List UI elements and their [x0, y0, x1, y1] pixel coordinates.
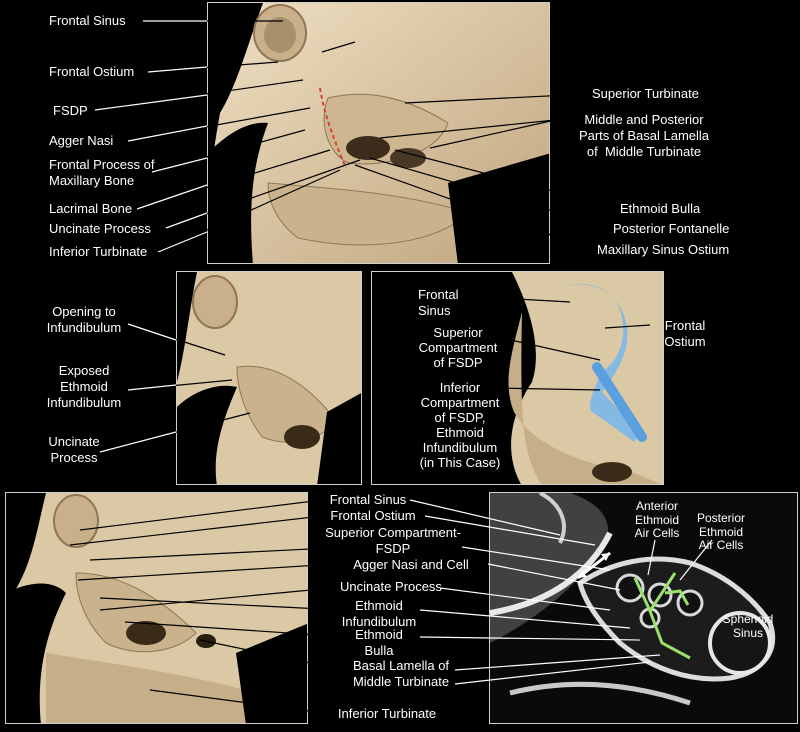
bottom-skull-panel — [5, 492, 308, 724]
label-inferior-turbinate-top: Inferior Turbinate — [49, 244, 148, 259]
label-superior-compartment-bottom: Superior Compartment- FSDP — [325, 525, 461, 556]
label-posterior-ethmoid: Posterior Ethmoid Air Cells — [696, 511, 746, 552]
label-maxillary-sinus-ostium: Maxillary Sinus Ostium — [597, 242, 730, 257]
label-superior-compartment-mid: Superior Compartment of FSDP — [418, 325, 498, 370]
label-sphenoid-sinus: Sphenoid Sinus — [722, 612, 774, 640]
label-basal-lamella-bottom: Basal Lamella of Middle Turbinate — [352, 658, 450, 689]
label-frontal-process: Frontal Process of Maxillary Bone — [49, 157, 155, 188]
bottom-skull-illustration — [6, 493, 307, 723]
label-ethmoid-bulla-top: Ethmoid Bulla — [620, 201, 701, 216]
label-opening-infundibulum: Opening to Infundibulum — [46, 304, 122, 335]
label-basal-lamella-top: Middle and Posterior Parts of Basal Lame… — [578, 112, 710, 159]
mid-left-skull-panel — [176, 271, 362, 485]
label-ethmoid-infundibulum-bottom: Ethmoid Infundibulum — [341, 598, 417, 629]
label-exposed-ethmoid-infundibulum: Exposed Ethmoid Infundibulum — [46, 363, 122, 410]
label-frontal-ostium-bottom: Frontal Ostium — [330, 508, 416, 523]
label-lacrimal-bone: Lacrimal Bone — [49, 201, 133, 216]
label-frontal-sinus-mid: Frontal Sinus — [418, 287, 459, 318]
infundibulum-blue — [592, 362, 647, 442]
label-inferior-turbinate-bottom: Inferior Turbinate — [337, 706, 437, 721]
mid-right-skull-panel — [371, 271, 664, 485]
mid-left-skull-illustration — [177, 272, 361, 484]
label-frontal-ostium-mid: Frontal Ostium — [664, 318, 706, 349]
label-frontal-sinus-bottom: Frontal Sinus — [329, 492, 407, 507]
label-uncinate-process-top: Uncinate Process — [49, 221, 151, 236]
label-frontal-sinus-top: Frontal Sinus — [49, 13, 126, 28]
top-skull-illustration — [208, 3, 549, 263]
label-ethmoid-bulla-bottom: Ethmoid Bulla — [355, 627, 403, 658]
label-inferior-compartment-mid: Inferior Compartment of FSDP, Ethmoid In… — [419, 380, 501, 470]
label-uncinate-bottom: Uncinate Process — [340, 579, 442, 594]
top-skull-panel — [207, 2, 550, 264]
label-fsdp-top: FSDP — [53, 103, 88, 118]
basal-lamella-green — [633, 577, 691, 660]
label-uncinate-mid: Uncinate Process — [48, 434, 100, 465]
label-superior-turbinate: Superior Turbinate — [592, 86, 699, 101]
label-frontal-ostium-top: Frontal Ostium — [49, 64, 135, 79]
label-anterior-ethmoid: Anterior Ethmoid Air Cells — [634, 499, 680, 540]
uncinate-red-line — [319, 87, 347, 169]
label-agger-nasi-top: Agger Nasi — [49, 133, 114, 148]
label-agger-nasi-cell: Agger Nasi and Cell — [353, 557, 469, 572]
label-posterior-fontanelle: Posterior Fontanelle — [613, 221, 730, 236]
